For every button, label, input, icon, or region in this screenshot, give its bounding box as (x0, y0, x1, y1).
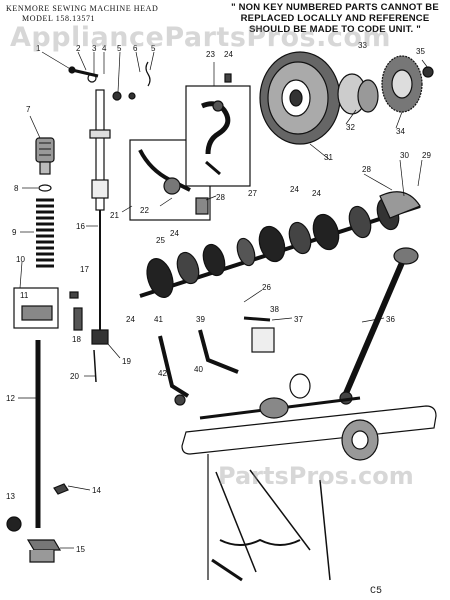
callout-2: 2 (76, 44, 81, 53)
part-35-screw[interactable] (422, 66, 434, 78)
part-37-screw[interactable] (243, 316, 271, 322)
part-18-link[interactable] (73, 307, 83, 331)
callout-24e: 24 (312, 189, 321, 198)
callout-28b: 28 (362, 165, 371, 174)
part-41-lever[interactable] (158, 335, 190, 398)
callout-8: 8 (14, 184, 19, 193)
part-31-handwheel[interactable] (259, 51, 341, 145)
callout-19: 19 (122, 357, 131, 366)
callout-10: 10 (16, 255, 25, 264)
part-9-spring[interactable] (36, 198, 54, 268)
part-42-nut[interactable] (174, 394, 186, 406)
callout-30: 30 (400, 151, 409, 160)
callout-24c: 24 (170, 229, 179, 238)
part-17-stud[interactable] (69, 291, 79, 299)
callout-35: 35 (416, 47, 425, 56)
callout-36: 36 (386, 315, 395, 324)
part-24-screw-top[interactable] (224, 73, 232, 83)
callout-33: 33 (358, 41, 367, 50)
part-26-arm-shaft[interactable] (139, 196, 421, 301)
watermark-secondary: PartsPros.com (218, 462, 414, 490)
callout-25: 25 (156, 236, 165, 245)
callout-27: 27 (248, 189, 257, 198)
part-1-rod[interactable] (68, 66, 99, 78)
part-8-washer[interactable] (38, 184, 52, 192)
part-15-presser-foot[interactable] (26, 539, 62, 563)
callout-5b: 5 (151, 44, 156, 53)
callout-9: 9 (12, 228, 17, 237)
part-39-lever[interactable] (198, 329, 239, 374)
callout-26: 26 (262, 283, 271, 292)
callout-7: 7 (26, 105, 31, 114)
model-number: MODEL 158.13571 (22, 14, 96, 23)
callout-23: 23 (206, 50, 215, 59)
callout-labels: 1 2 3 4 5 6 5 7 8 9 10 11 12 13 14 15 16… (6, 41, 431, 554)
callout-40: 40 (194, 365, 203, 374)
callout-14: 14 (92, 486, 101, 495)
lower-shaft-assembly (199, 373, 361, 420)
part-38-bracket[interactable] (251, 327, 275, 353)
callout-4: 4 (102, 44, 107, 53)
part-23-box (185, 85, 251, 187)
callout-24a: 24 (224, 50, 233, 59)
callout-22: 22 (140, 206, 149, 215)
callout-5: 5 (117, 44, 122, 53)
callout-24b: 24 (290, 185, 299, 194)
callout-42: 42 (158, 369, 167, 378)
machine-head-outline (181, 405, 437, 582)
part-20-needle[interactable] (93, 349, 97, 383)
callout-31: 31 (324, 153, 333, 162)
callout-6: 6 (133, 44, 138, 53)
part-5-nut[interactable] (112, 91, 136, 101)
callout-34: 34 (396, 127, 405, 136)
callout-15: 15 (76, 545, 85, 554)
callout-17: 17 (80, 265, 89, 274)
part-10-guide[interactable] (13, 287, 59, 329)
callout-18: 18 (72, 335, 81, 344)
part-14-thumbscrew[interactable] (53, 483, 69, 495)
callout-11: 11 (20, 291, 29, 300)
part-28-bushing[interactable] (195, 197, 209, 215)
callout-41: 41 (154, 315, 163, 324)
part-16-needle-bar-frame[interactable] (89, 89, 111, 330)
part-13-screw[interactable] (6, 516, 22, 532)
callout-39: 39 (196, 315, 205, 324)
part-6-spring[interactable] (145, 61, 151, 87)
callout-16: 16 (76, 222, 85, 231)
callout-32: 32 (346, 123, 355, 132)
callout-12: 12 (6, 394, 15, 403)
diagram-title: KENMORE SEWING MACHINE HEAD (6, 4, 159, 13)
callout-29: 29 (422, 151, 431, 160)
part-34-gear[interactable] (381, 55, 423, 113)
callout-38: 38 (270, 305, 279, 314)
part-36-connecting-rod[interactable] (339, 247, 419, 405)
part-7-thumb-screw[interactable] (35, 137, 55, 175)
part-2-collar[interactable] (87, 73, 97, 83)
watermark: AppliancePartsPros.com (10, 22, 392, 53)
callout-24d: 24 (126, 315, 135, 324)
callout-37: 37 (294, 315, 303, 324)
part-30-bushing[interactable] (379, 191, 421, 219)
callout-13: 13 (6, 492, 15, 501)
part-32-clutch[interactable] (337, 73, 379, 115)
leader-lines (18, 51, 429, 549)
callout-1: 1 (36, 44, 41, 53)
callout-3: 3 (92, 44, 97, 53)
callout-20: 20 (70, 372, 79, 381)
part-19-clamp[interactable] (91, 329, 109, 345)
callout-28a: 28 (216, 193, 225, 202)
parts-note: " NON KEY NUMBERED PARTS CANNOT BE REPLA… (231, 2, 439, 35)
callout-21: 21 (110, 211, 119, 220)
page-code: C5 (370, 586, 383, 597)
